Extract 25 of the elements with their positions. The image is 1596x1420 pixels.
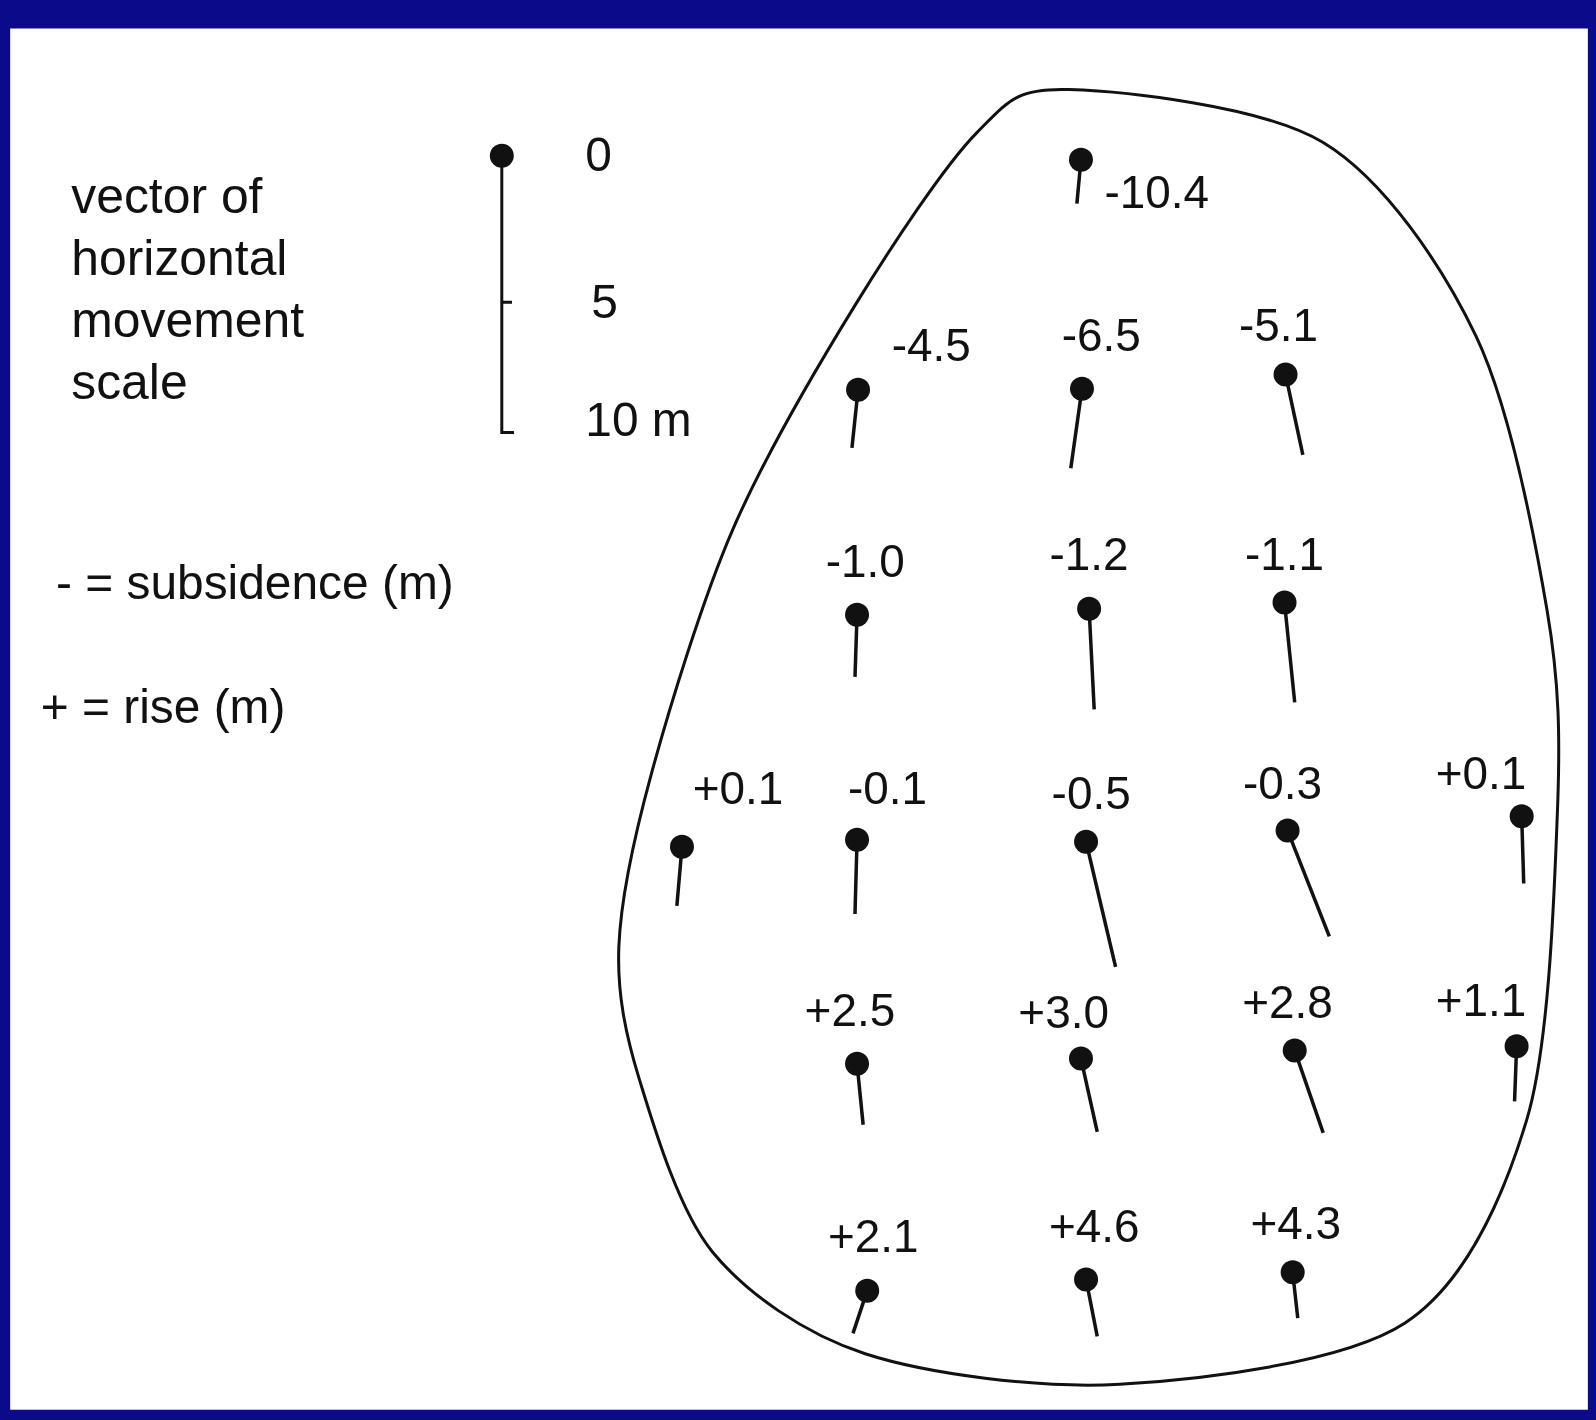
elevation-change-value: -5.1 (1238, 302, 1318, 349)
scale-tick-label: 0 (585, 130, 612, 179)
elevation-change-value: +2.5 (804, 987, 896, 1034)
legend-note: + = rise (m) (40, 683, 286, 732)
scale-tick-label: 10 m (585, 396, 692, 445)
scale-caption: vector of horizontal movement scale (71, 167, 306, 412)
elevation-change-value: -1.0 (825, 538, 905, 585)
elevation-change-value: +1.1 (1435, 977, 1527, 1024)
elevation-change-value: +2.8 (1242, 979, 1333, 1026)
legend-note: - = subsidence (m) (55, 559, 454, 608)
elevation-change-value: -1.2 (1049, 531, 1129, 578)
elevation-change-value: -10.4 (1104, 170, 1209, 217)
elevation-change-value: -4.5 (891, 323, 971, 369)
elevation-change-value: +0.1 (692, 765, 784, 812)
elevation-change-value: -0.1 (848, 765, 928, 812)
elevation-change-value: -6.5 (1061, 312, 1141, 359)
scale-tick-label: 5 (591, 278, 618, 327)
elevation-change-value: -1.1 (1245, 531, 1325, 578)
elevation-change-value: +0.1 (1435, 750, 1527, 797)
elevation-change-value: +2.1 (828, 1213, 919, 1260)
elevation-change-value: +4.3 (1250, 1201, 1341, 1248)
elevation-change-value: -0.5 (1051, 771, 1131, 817)
elevation-change-value: -0.3 (1242, 760, 1323, 807)
elevation-change-value: +3.0 (1018, 989, 1109, 1036)
elevation-change-value: +4.6 (1048, 1203, 1140, 1250)
